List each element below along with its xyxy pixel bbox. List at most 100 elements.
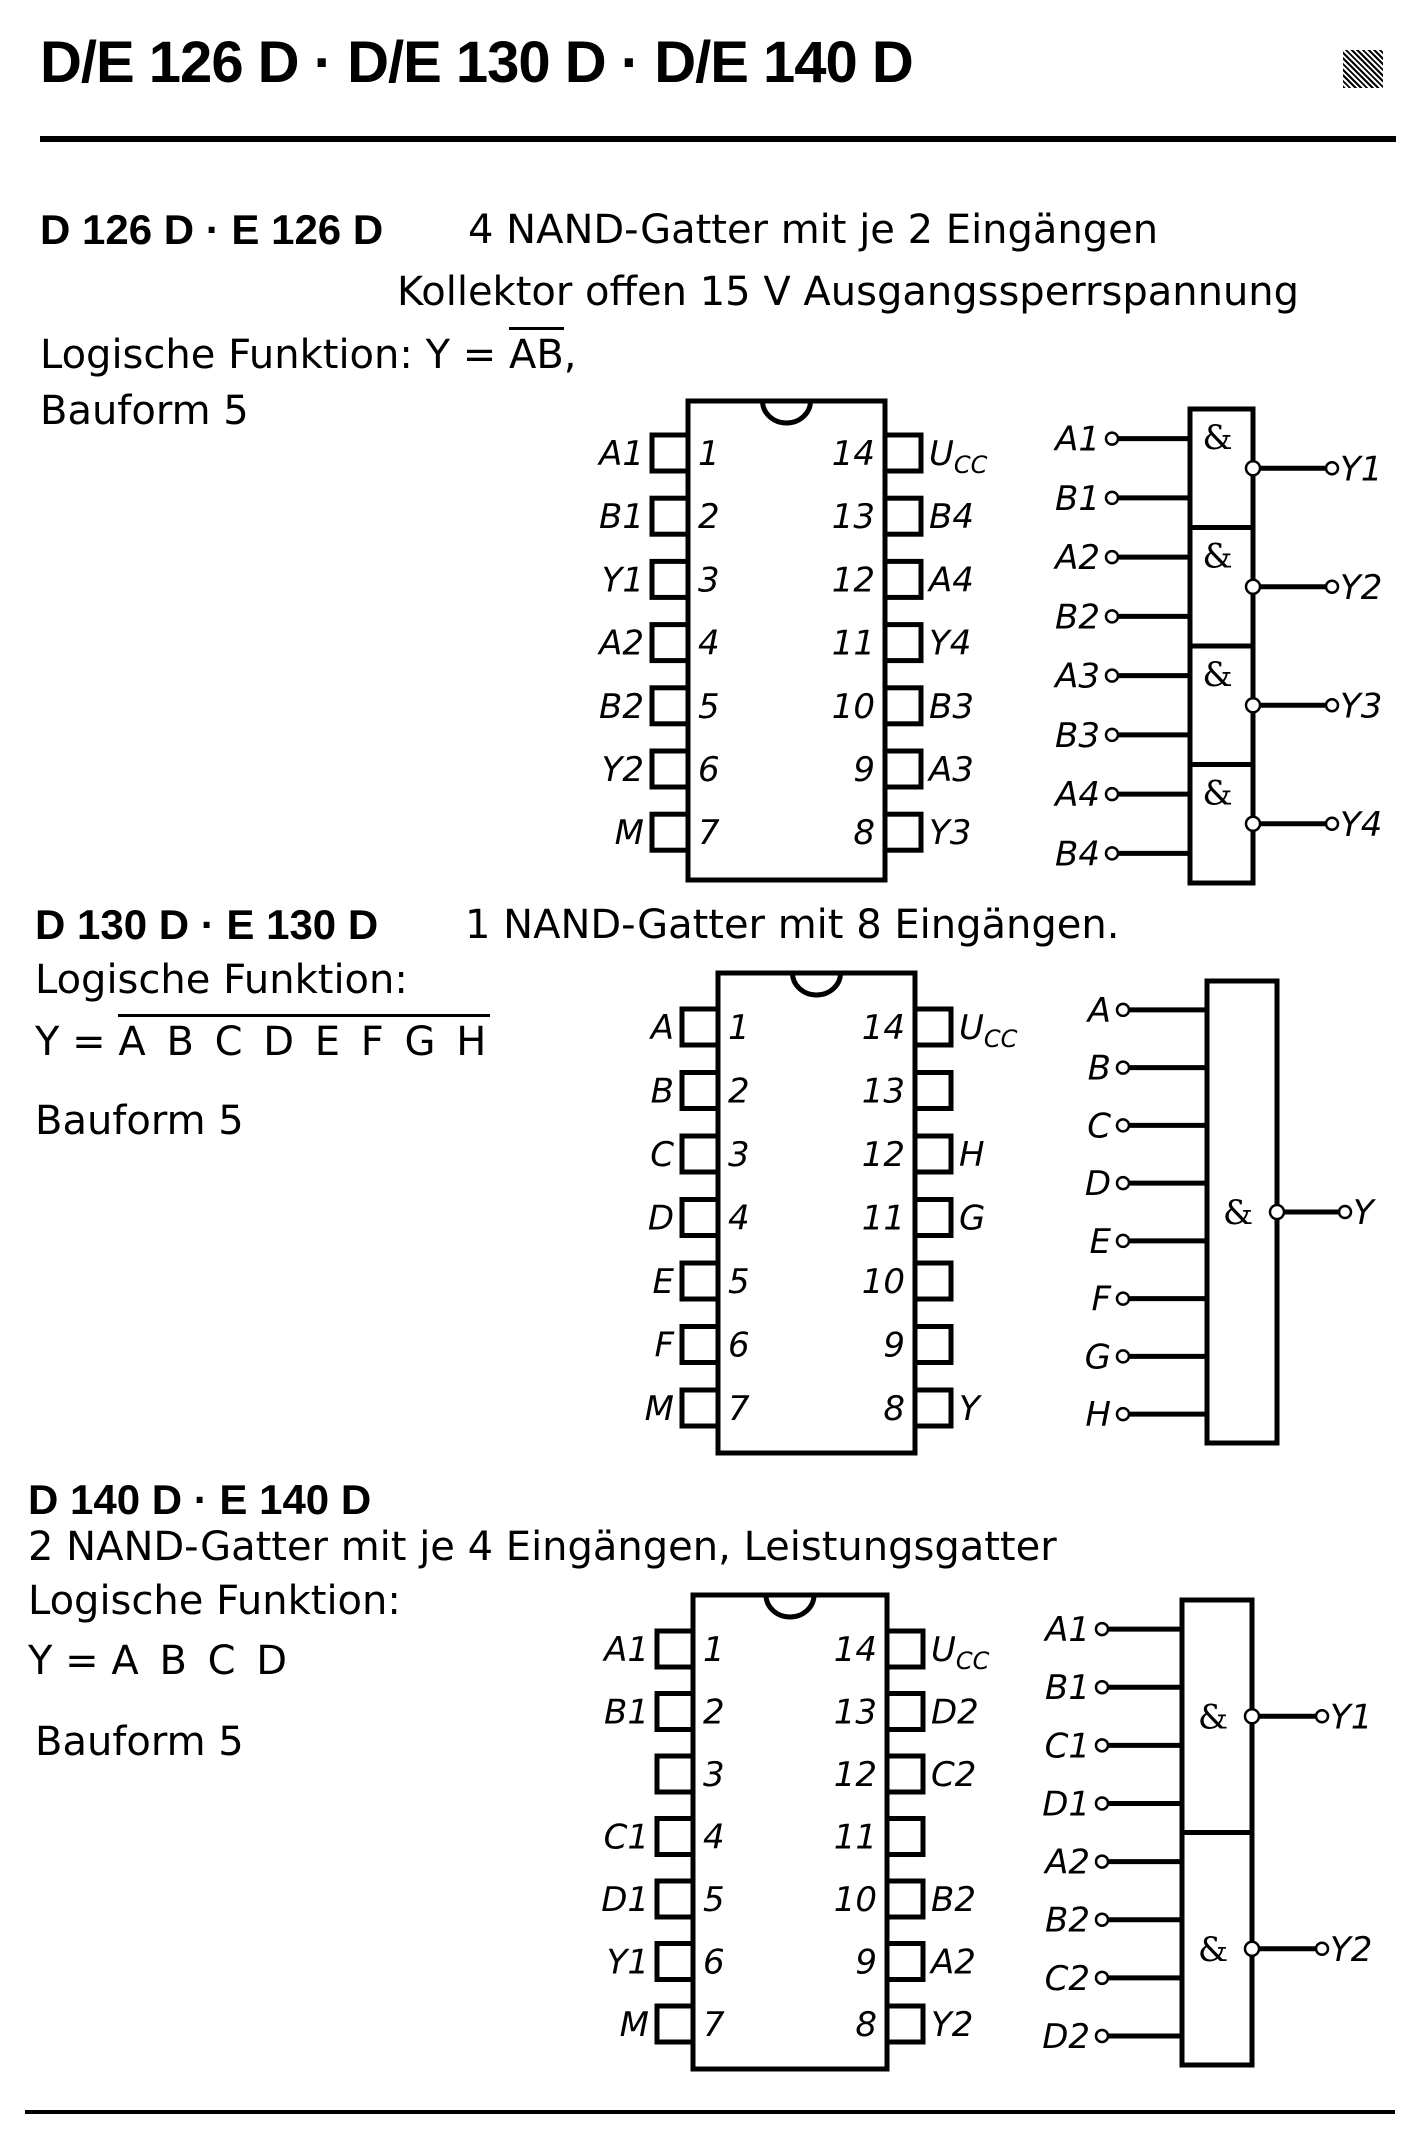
- pin-pad: [649, 811, 691, 853]
- input-terminal: [1104, 668, 1120, 683]
- section-description-2: Kollektor offen 15 V Ausgangssperrspannu…: [397, 269, 1300, 315]
- ic-notch: [790, 972, 843, 998]
- pin-number: 4: [728, 1199, 750, 1239]
- pin-name: B: [651, 1072, 674, 1112]
- input-terminal: [1115, 1060, 1131, 1075]
- input-label: D1: [1042, 1784, 1090, 1824]
- pin-pad: [649, 495, 691, 537]
- output-terminal: [1324, 579, 1340, 594]
- pin-name: M: [645, 1389, 674, 1429]
- input-terminal: [1104, 609, 1120, 624]
- pin-name: F: [654, 1326, 674, 1366]
- input-terminal: [1094, 1912, 1110, 1927]
- input-terminal: [1115, 1118, 1131, 1133]
- pin-pad: [654, 1753, 696, 1795]
- pin-number: 7: [703, 2005, 725, 2045]
- pin-name: D2: [931, 1693, 979, 1733]
- pin-pad: [884, 1628, 926, 1670]
- ic-pin-13: 13: [862, 1070, 954, 1112]
- ic-pin-4: 4C1: [604, 1816, 725, 1858]
- input-label: A1: [1043, 1610, 1090, 1650]
- ic-pin-3: 3: [654, 1753, 725, 1795]
- pin-pad: [679, 1006, 721, 1048]
- function-prefix: Y =: [425, 332, 497, 378]
- and-symbol: &: [1198, 1930, 1228, 1970]
- gate-box: [1187, 406, 1256, 530]
- section-description: 2 NAND-Gatter mit je 4 Eingängen, Leistu…: [28, 1524, 1057, 1570]
- input-terminal: [1094, 1679, 1110, 1695]
- inversion-bubble: [1268, 1203, 1286, 1221]
- input-terminal: [1094, 2028, 1110, 2044]
- pin-number: 12: [862, 1135, 905, 1175]
- pin-name: UCC: [931, 1630, 990, 1675]
- input-label: A2: [1043, 1843, 1090, 1883]
- footer-rule: [25, 2110, 1395, 2114]
- pin-number: 5: [698, 687, 720, 727]
- input-label: D: [1085, 1164, 1111, 1204]
- pin-name: C: [650, 1135, 674, 1175]
- input-terminal: [1115, 1291, 1131, 1306]
- inversion-bubble: [1244, 578, 1262, 595]
- input-label: A: [1086, 991, 1111, 1031]
- pin-pad: [654, 2003, 696, 2045]
- pin-name: Y1: [607, 1943, 649, 1983]
- pin-number: 5: [703, 1880, 725, 1920]
- section-part-number: D 126 D · E 126 D: [40, 206, 384, 253]
- pin-name: B2: [931, 1880, 976, 1920]
- package-label: Bauform 5: [35, 1098, 244, 1144]
- pin-number: 13: [834, 1693, 877, 1733]
- function-line: Logische Funktion: Y = AB,: [40, 327, 577, 378]
- input-terminal: [1094, 1796, 1110, 1811]
- ic-notch: [763, 1594, 817, 1620]
- ic-notch: [760, 400, 813, 426]
- ic-pin-6: 6F: [654, 1324, 750, 1366]
- ic-pin-5: 5D1: [601, 1878, 725, 1920]
- output-label: Y4: [1340, 805, 1382, 845]
- function-label: Logische Funktion:: [40, 332, 413, 378]
- pin-number: 4: [703, 1818, 725, 1858]
- function-suffix: ,: [563, 332, 577, 378]
- pin-name: M: [620, 2005, 649, 2045]
- pin-pad: [882, 558, 924, 600]
- output-label: Y3: [1340, 686, 1382, 726]
- input-terminal: [1104, 431, 1120, 446]
- pin-name: A1: [597, 434, 644, 474]
- function-expression: A B C D E F G H: [118, 1014, 491, 1065]
- function-line: Y = A B C D E F G H: [35, 1014, 491, 1065]
- pin-pad: [679, 1197, 721, 1238]
- section-part-number: D 130 D · E 130 D: [35, 901, 379, 948]
- and-symbol: &: [1202, 655, 1232, 695]
- page-title: D/E 126 D · D/E 130 D · D/E 140 D: [40, 30, 914, 95]
- pin-name: B3: [929, 687, 974, 727]
- pin-number: 14: [862, 1008, 905, 1048]
- pin-pad: [912, 1133, 954, 1175]
- pin-pad: [882, 748, 924, 790]
- ic-pin-7: 7M: [615, 811, 720, 853]
- pin-number: 12: [832, 560, 875, 600]
- inversion-bubble: [1244, 815, 1262, 832]
- input-label: A3: [1053, 657, 1100, 697]
- output-terminal: [1324, 816, 1340, 831]
- input-label: B: [1088, 1049, 1111, 1089]
- input-label: A2: [1053, 538, 1100, 578]
- pin-name: Y4: [929, 624, 971, 664]
- output-label: Y: [1353, 1193, 1376, 1233]
- output-label: Y2: [1330, 1930, 1372, 1970]
- input-label: E: [1090, 1222, 1112, 1262]
- pin-number: 9: [855, 1943, 877, 1983]
